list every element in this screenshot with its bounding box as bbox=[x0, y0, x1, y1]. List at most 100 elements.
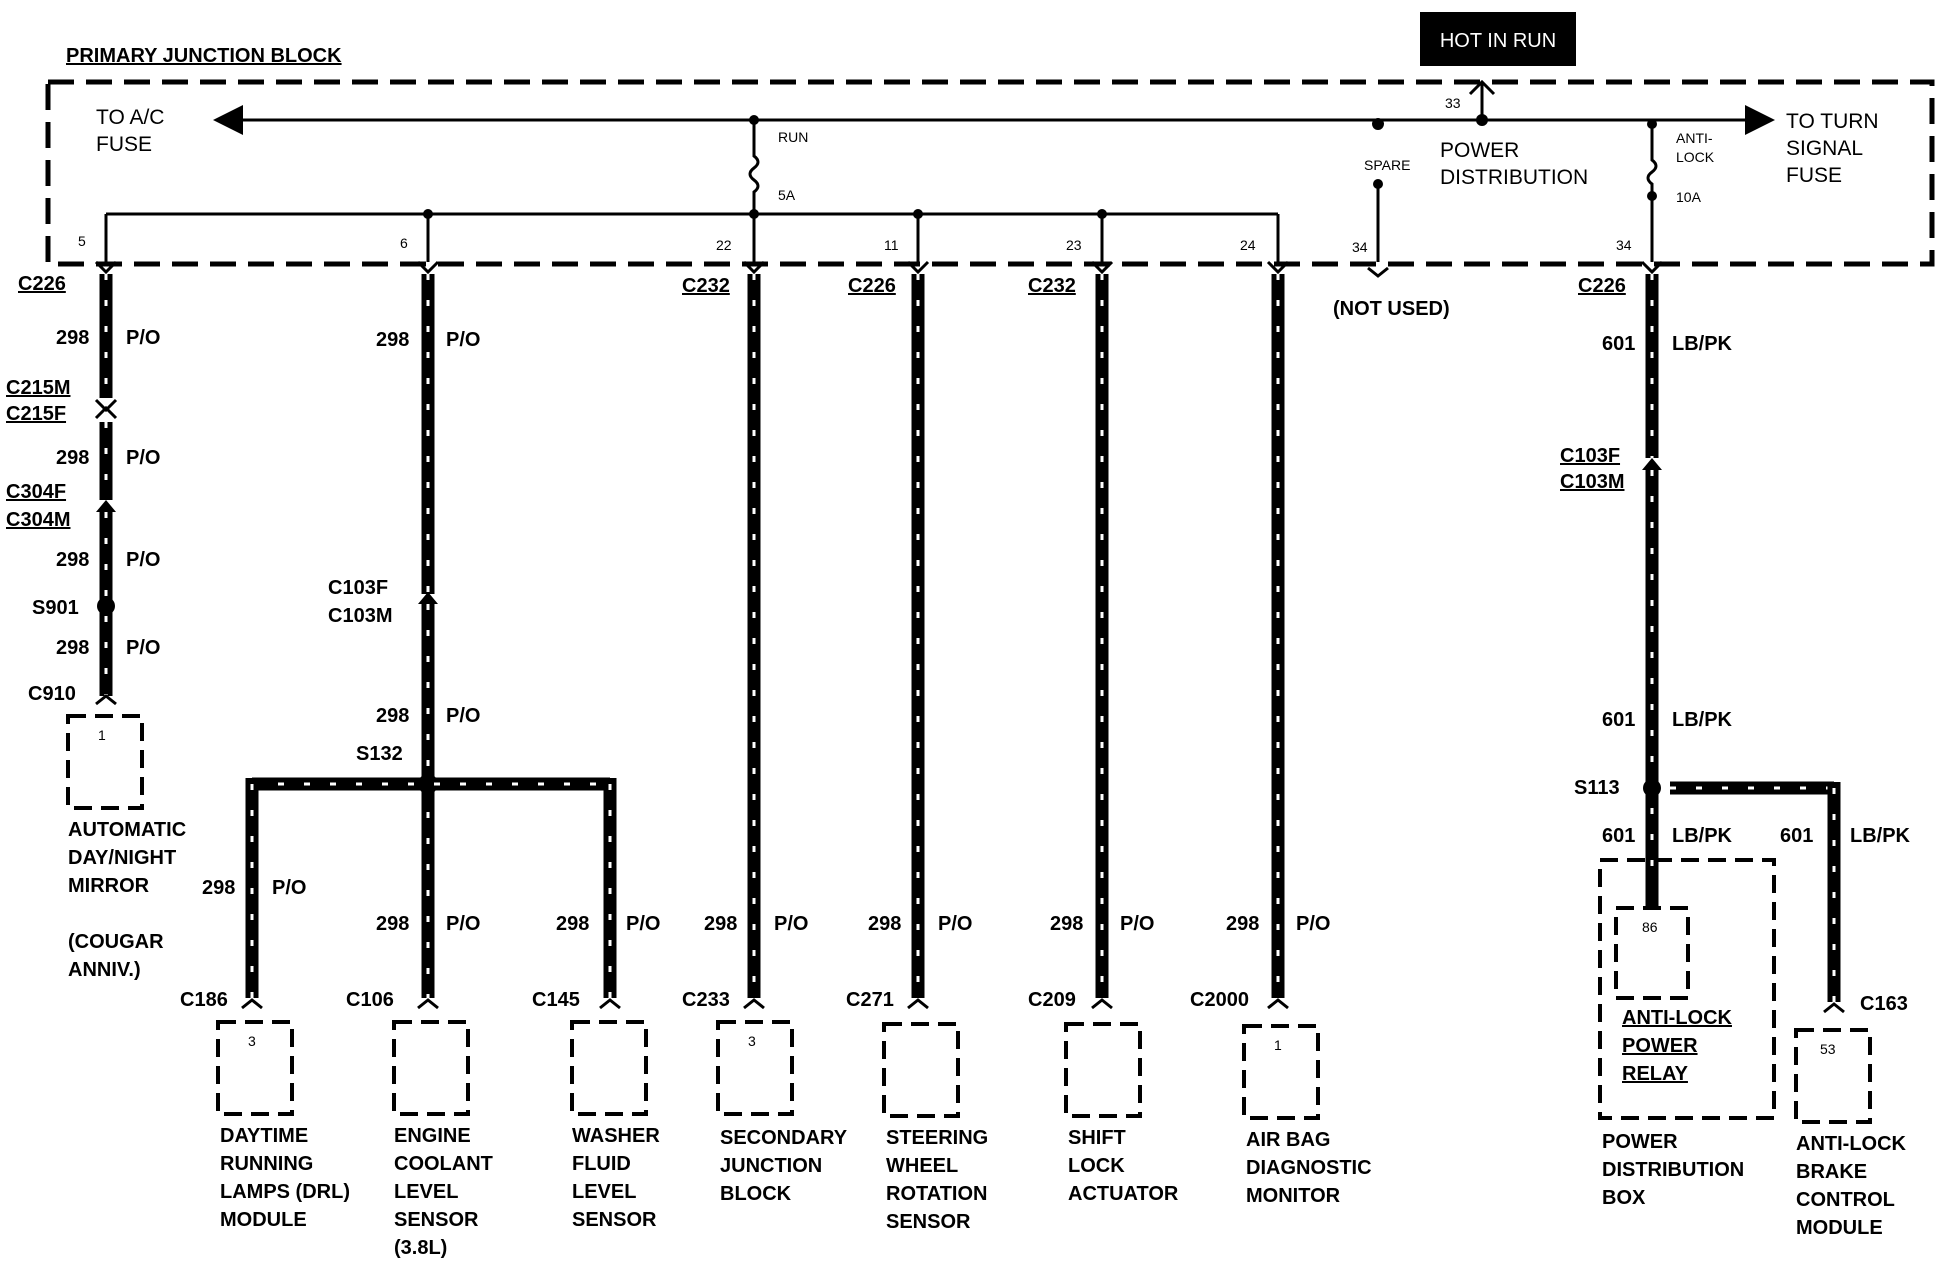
pin-23-label: 23 bbox=[1066, 237, 1082, 253]
hot-in-run-badge: HOT IN RUN bbox=[1420, 12, 1576, 66]
connector-c163: C163 bbox=[1860, 993, 1908, 1015]
coolant-num: 298 bbox=[376, 913, 409, 935]
airbag-name-2: DIAGNOSTIC bbox=[1246, 1157, 1372, 1179]
spare-label: SPARE bbox=[1364, 157, 1410, 173]
shift-name-1: SHIFT bbox=[1068, 1127, 1126, 1149]
drl-color: P/O bbox=[272, 877, 306, 899]
connector-c910: C910 bbox=[28, 683, 76, 705]
s132-inline-c103m: C103M bbox=[328, 605, 392, 627]
drl-name-4: MODULE bbox=[220, 1209, 307, 1231]
antilock-fuse-icon bbox=[1646, 124, 1658, 196]
to-turn-line-1: TO TURN bbox=[1786, 110, 1879, 133]
steer-sensor-box bbox=[882, 1022, 960, 1118]
relay-name-2: POWER bbox=[1622, 1035, 1698, 1057]
connector-c232-b: C232 bbox=[1028, 275, 1076, 297]
mirror-note-2: ANNIV.) bbox=[68, 959, 141, 981]
s132-seg1-color: P/O bbox=[446, 329, 480, 351]
abs-seg1-color: LB/PK bbox=[1672, 333, 1733, 355]
mirror-seg2-color: P/O bbox=[126, 447, 160, 469]
connector-c106: C106 bbox=[346, 989, 394, 1011]
antilock-fuse-rating: 10A bbox=[1676, 189, 1702, 205]
splice-s113-label: S113 bbox=[1574, 777, 1620, 799]
spare-node-top bbox=[1372, 118, 1384, 130]
abs-module-name-4: MODULE bbox=[1796, 1217, 1883, 1239]
splice-s132-label: S132 bbox=[356, 743, 403, 765]
airbag-name-1: AIR BAG bbox=[1246, 1129, 1330, 1151]
s132-seg2-num: 298 bbox=[376, 705, 409, 727]
washer-sensor-box bbox=[570, 1020, 648, 1116]
s132-seg2-color: P/O bbox=[446, 705, 480, 727]
abs-module-pin: 53 bbox=[1820, 1041, 1836, 1057]
inline-c304m: C304M bbox=[6, 509, 70, 531]
run-fuse-icon bbox=[748, 120, 760, 214]
not-used-label: (NOT USED) bbox=[1333, 298, 1450, 320]
pin-5-label: 5 bbox=[78, 233, 86, 249]
mirror-seg1-num: 298 bbox=[56, 327, 89, 349]
drl-module-box bbox=[216, 1020, 294, 1116]
washer-name-3: LEVEL bbox=[572, 1181, 636, 1203]
abs-seg1-num: 601 bbox=[1602, 333, 1635, 355]
abs-seg2-color: LB/PK bbox=[1672, 709, 1733, 731]
pin-33-label: 33 bbox=[1445, 95, 1461, 111]
mirror-name-1: AUTOMATIC bbox=[68, 819, 186, 841]
power-distribution-box-outline bbox=[1598, 858, 1776, 1120]
coolant-name-5: (3.8L) bbox=[394, 1237, 447, 1259]
abs-module-name-3: CONTROL bbox=[1796, 1189, 1895, 1211]
circuit-mirror bbox=[94, 274, 118, 706]
pin-chevrons bbox=[94, 260, 1664, 275]
abs-module-num: 601 bbox=[1780, 825, 1813, 847]
mirror-name-3: MIRROR bbox=[68, 875, 150, 897]
abs-module-name-2: BRAKE bbox=[1796, 1161, 1867, 1183]
s132-seg1-num: 298 bbox=[376, 329, 409, 351]
coolant-sensor-box bbox=[392, 1020, 470, 1116]
relay-name-1: ANTI-LOCK bbox=[1622, 1007, 1733, 1029]
washer-color: P/O bbox=[626, 913, 660, 935]
shift-name-3: ACTUATOR bbox=[1068, 1183, 1179, 1205]
hot-in-run-label: HOT IN RUN bbox=[1440, 30, 1556, 52]
splice-s901-label: S901 bbox=[32, 597, 79, 619]
circuit-antilock bbox=[1642, 274, 1845, 1014]
coolant-name-1: ENGINE bbox=[394, 1125, 471, 1147]
circuit-steering bbox=[907, 274, 929, 1010]
connector-c271: C271 bbox=[846, 989, 894, 1011]
steer-color: P/O bbox=[938, 913, 972, 935]
shift-num: 298 bbox=[1050, 913, 1083, 935]
coolant-name-3: LEVEL bbox=[394, 1181, 458, 1203]
abs-inline-c103m: C103M bbox=[1560, 471, 1624, 493]
connector-c232-a: C232 bbox=[682, 275, 730, 297]
connector-c145: C145 bbox=[532, 989, 580, 1011]
circuit-shift-lock bbox=[1091, 274, 1113, 1010]
abs-module-color: LB/PK bbox=[1850, 825, 1911, 847]
power-node bbox=[1476, 114, 1488, 126]
relay-pin: 86 bbox=[1642, 919, 1658, 935]
drl-pin: 3 bbox=[248, 1033, 256, 1049]
mirror-seg3-num: 298 bbox=[56, 549, 89, 571]
airbag-name-3: MONITOR bbox=[1246, 1185, 1341, 1207]
abs-inline-c103f: C103F bbox=[1560, 445, 1620, 467]
steer-name-2: WHEEL bbox=[886, 1155, 958, 1177]
connector-c233: C233 bbox=[682, 989, 730, 1011]
mirror-seg1-color: P/O bbox=[126, 327, 160, 349]
mirror-name-2: DAY/NIGHT bbox=[68, 847, 176, 869]
airbag-pin: 1 bbox=[1274, 1037, 1282, 1053]
coolant-color: P/O bbox=[446, 913, 480, 935]
circuit-secondary-junction bbox=[743, 274, 765, 1010]
sjb-box bbox=[716, 1020, 794, 1116]
antilock-fuse-name-2: LOCK bbox=[1676, 149, 1715, 165]
power-distribution-line-2: DISTRIBUTION bbox=[1440, 166, 1588, 189]
pin-11-label: 11 bbox=[884, 237, 899, 253]
pdb-name-1: POWER bbox=[1602, 1131, 1678, 1153]
antilock-fuse-name-1: ANTI- bbox=[1676, 130, 1713, 146]
splice-s901-dot bbox=[97, 597, 115, 615]
junction-block-outline bbox=[45, 79, 1935, 267]
spare-pin: 34 bbox=[1352, 239, 1368, 255]
relay-color: LB/PK bbox=[1672, 825, 1733, 847]
drl-name-1: DAYTIME bbox=[220, 1125, 308, 1147]
washer-name-2: FLUID bbox=[572, 1153, 631, 1175]
steer-name-3: ROTATION bbox=[886, 1183, 987, 1205]
abs-seg2-num: 601 bbox=[1602, 709, 1635, 731]
coolant-name-4: SENSOR bbox=[394, 1209, 479, 1231]
circuit-airbag bbox=[1267, 274, 1289, 1010]
inline-c215f: C215F bbox=[6, 403, 66, 425]
mirror-seg4-num: 298 bbox=[56, 637, 89, 659]
